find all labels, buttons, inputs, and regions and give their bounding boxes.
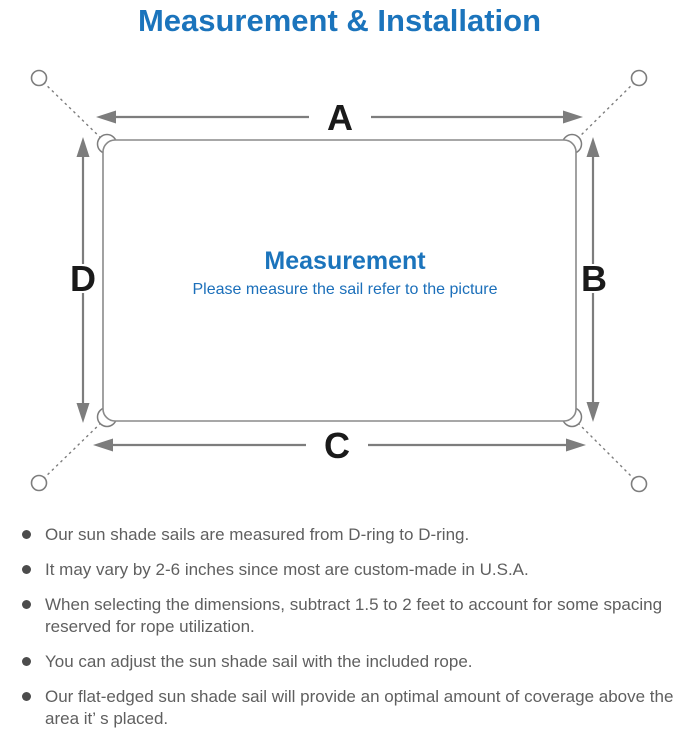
sail-diagram-svg: A C D B Measurement Please measure the s…	[30, 69, 648, 493]
list-item: It may vary by 2-6 inches since most are…	[22, 559, 677, 581]
bullet-icon	[22, 692, 31, 701]
center-caption-subtitle: Please measure the sail refer to the pic…	[192, 281, 497, 298]
bullet-icon	[22, 600, 31, 609]
list-item: Our sun shade sails are measured from D-…	[22, 524, 677, 546]
anchor-ring-icon	[630, 69, 648, 87]
guy-line-top-left	[38, 77, 107, 144]
bullet-icon	[22, 530, 31, 539]
list-item-text: When selecting the dimensions, subtract …	[45, 595, 663, 636]
page-title: Measurement & Installation	[137, 3, 542, 38]
list-item-text: Our sun shade sails are measured from D-…	[45, 525, 470, 544]
anchor-ring-icon	[630, 475, 648, 493]
list-item: You can adjust the sun shade sail with t…	[22, 651, 677, 673]
anchor-ring-icon	[30, 69, 48, 87]
anchor-rings	[30, 69, 648, 493]
guy-line-bottom-right	[572, 417, 640, 485]
list-item-text: You can adjust the sun shade sail with t…	[45, 652, 473, 671]
bullet-icon	[22, 565, 31, 574]
dim-label-b: B	[581, 258, 607, 299]
dimension-arrows	[76, 110, 600, 452]
bullet-icon	[22, 657, 31, 666]
dim-label-d: D	[70, 258, 96, 299]
dim-label-c: C	[324, 425, 350, 466]
guy-line-top-right	[572, 77, 640, 144]
anchor-ring-icon	[30, 474, 48, 492]
list-item: When selecting the dimensions, subtract …	[22, 594, 677, 638]
dim-label-a: A	[327, 97, 353, 138]
list-item: Our flat-edged sun shade sail will provi…	[22, 686, 677, 730]
list-item-text: Our flat-edged sun shade sail will provi…	[45, 687, 674, 728]
notes-list: Our sun shade sails are measured from D-…	[0, 524, 679, 739]
sail-rectangle	[102, 139, 577, 422]
list-item-text: It may vary by 2-6 inches since most are…	[45, 560, 529, 579]
center-caption-title: Measurement	[264, 247, 426, 275]
guy-line-bottom-left	[38, 417, 107, 484]
measurement-diagram: A C D B Measurement Please measure the s…	[0, 55, 679, 515]
